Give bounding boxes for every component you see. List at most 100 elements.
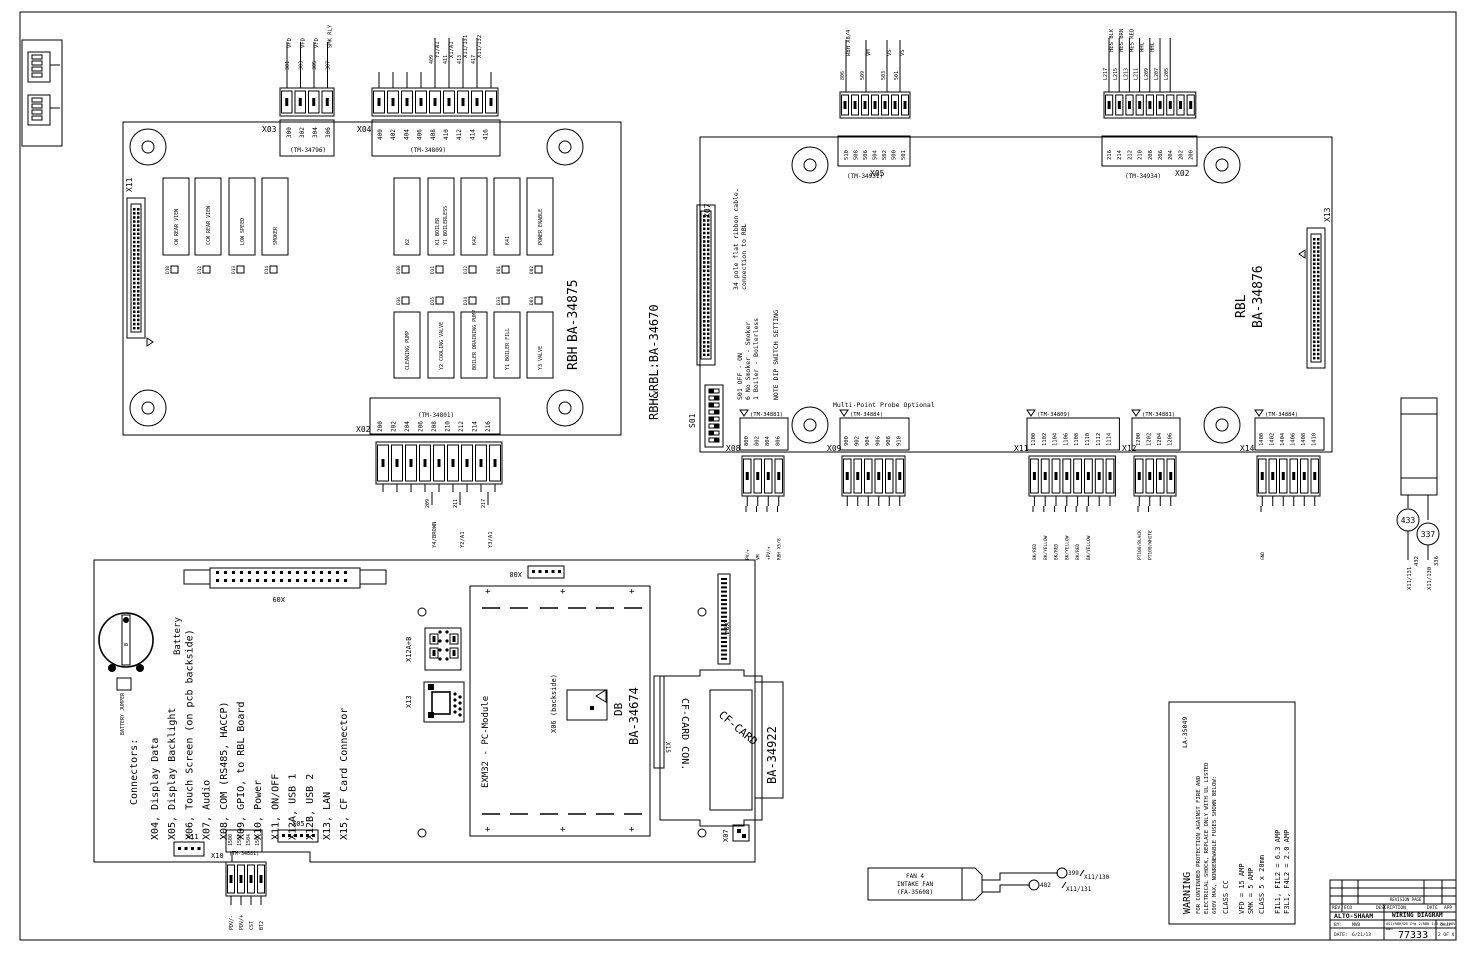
led — [435, 265, 444, 274]
relay-label: Y3 VALVE — [538, 346, 544, 370]
ribbon-pin — [707, 320, 710, 323]
pin — [306, 834, 309, 837]
ribbon-pin — [133, 224, 136, 227]
ribbon-pin — [1317, 238, 1320, 241]
pin — [178, 847, 181, 850]
fan-body — [867, 867, 983, 901]
motor-w1: X11/131 — [1407, 567, 1413, 590]
terminal-screw — [863, 101, 867, 109]
ribbon-pin — [133, 212, 136, 215]
wire-label: HES BLK — [1109, 28, 1115, 52]
wire-label: HHL — [1140, 41, 1146, 52]
terminal-cell — [1030, 458, 1039, 494]
terminal-screw — [229, 875, 233, 883]
led — [534, 296, 543, 305]
terminal-screw — [433, 98, 437, 106]
rbh-board-number: BA-34875 — [566, 279, 581, 342]
lan-pin — [458, 707, 462, 711]
mount-hole — [1203, 406, 1241, 444]
pin-number: 1404 — [1280, 432, 1286, 446]
svg-text:B: B — [124, 643, 130, 646]
terminal-screw — [1032, 472, 1036, 480]
mount-hole — [129, 389, 167, 427]
ribbon-pin — [133, 277, 136, 281]
usb-pin — [438, 657, 442, 661]
db-x10-header — [225, 829, 263, 853]
connector-item: X12A, USB 1 — [288, 774, 299, 840]
dip-knob — [709, 389, 714, 393]
dip-switch — [704, 384, 724, 448]
motor-component: 433 337 X11/131 X11/130 432 336 — [1396, 397, 1440, 590]
pin — [336, 579, 339, 582]
tb-sheet-label: SHEET — [1440, 923, 1452, 927]
led-label: D12 — [197, 266, 203, 274]
terminal-cell — [1166, 458, 1175, 494]
ribbon-pin — [133, 236, 136, 240]
ribbon-pin — [137, 302, 140, 305]
multi-point-note: Multi-Point Probe Optional — [833, 401, 935, 409]
ribbon-pin — [707, 215, 710, 218]
pin-number: 416 — [483, 129, 490, 140]
pin-number: 214 — [472, 421, 479, 432]
ribbon-note-2: connection to RBL — [740, 223, 748, 290]
pin — [721, 586, 727, 589]
terminal-screw — [1065, 472, 1069, 480]
ribbon-pin — [133, 298, 136, 301]
db-x07-label: X07 — [722, 829, 730, 842]
pin-number: 1200 — [1136, 433, 1142, 446]
rbl-x05-body — [837, 135, 911, 167]
pin — [288, 834, 291, 837]
led-label: D03 — [529, 297, 535, 305]
ribbon-pin — [137, 240, 140, 244]
terminal-cell — [447, 444, 459, 482]
pin-number: 216 — [485, 421, 492, 432]
pin-number: 1114 — [1107, 432, 1113, 446]
ribbon-pin — [1317, 295, 1320, 298]
led-label: D10 — [165, 266, 171, 274]
wire-label: PDV/- — [229, 915, 235, 930]
ribbon-pin — [137, 253, 140, 256]
ribbon-pin — [1313, 258, 1316, 261]
pin-number: 900 — [844, 436, 850, 446]
ribbon-pin — [137, 224, 140, 227]
pin-number: 206 — [1158, 150, 1164, 160]
pin — [545, 570, 548, 573]
ribbon-pin — [707, 273, 710, 277]
wire-number: L215 — [1113, 68, 1119, 80]
ribbon-pin — [703, 349, 706, 352]
terminal-cell — [433, 444, 445, 482]
pin-number: 212 — [458, 421, 465, 432]
tb-revision-label: REVISION PAGE — [1390, 897, 1422, 902]
ribbon-pin — [707, 332, 710, 336]
db-board-name: DB — [612, 702, 625, 716]
motor-body — [1400, 397, 1438, 496]
terminal-screw — [1148, 101, 1152, 109]
ribbon-pin — [703, 261, 706, 264]
terminal-screw — [1108, 472, 1112, 480]
dip-note-1: S01 OFF - ON — [736, 353, 744, 400]
terminal-cell — [227, 864, 235, 894]
pin — [721, 582, 727, 585]
terminal-cell — [853, 458, 862, 494]
pin-number: 1400 — [1259, 433, 1265, 446]
tb-title: WIRING DIAGRAM — [1392, 912, 1443, 919]
ribbon-pin — [707, 353, 710, 357]
db-x13-connector — [423, 681, 465, 723]
pin-number: 202 — [1178, 150, 1184, 160]
wire-number: 409 — [429, 55, 435, 64]
pin-number: 1408 — [1301, 433, 1307, 446]
ribbon-pin — [137, 326, 140, 330]
tb-rev: REV — [1332, 905, 1340, 911]
pin — [216, 571, 219, 574]
rbh-x02-body — [369, 397, 501, 435]
terminal-cell — [1051, 458, 1061, 494]
ribbon-pin — [133, 220, 136, 223]
usb-contact — [452, 636, 456, 642]
usb-pin — [445, 657, 449, 661]
ribbon-pin — [703, 236, 706, 239]
terminal-screw — [1138, 101, 1142, 109]
wire-label: BK/YELLOW — [1043, 535, 1049, 560]
svg-text:+: + — [629, 825, 635, 835]
wire-label: PT100/BLACK — [1137, 530, 1143, 560]
